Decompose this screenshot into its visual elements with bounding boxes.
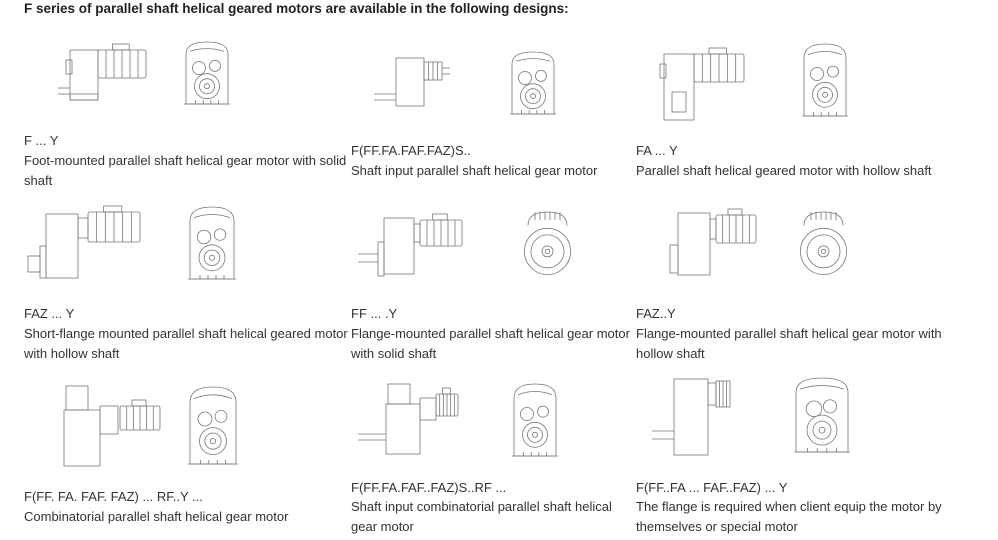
design-model: F(FF..FA ... FAF..FAZ) ... Y — [636, 480, 788, 495]
front-view-drawing — [802, 43, 848, 117]
front-view-drawing — [188, 386, 238, 465]
side-view-drawing — [669, 208, 757, 276]
page-heading: F series of parallel shaft helical geare… — [24, 1, 569, 16]
design-model: F(FF.FA.FAF..FAZ)S..RF ... — [351, 480, 507, 495]
side-view-drawing — [358, 383, 459, 455]
side-view-drawing — [652, 378, 731, 456]
front-view-drawing — [184, 41, 230, 105]
design-description: Foot-mounted parallel shaft helical gear… — [24, 153, 347, 188]
design-model: FA ... Y — [636, 143, 678, 158]
front-view-drawing — [510, 51, 556, 115]
front-view-drawing — [799, 211, 848, 275]
design-description: The flange is required when client equip… — [636, 499, 942, 534]
front-view-drawing — [188, 206, 236, 280]
design-model: FF ... .Y — [351, 306, 398, 321]
side-view-drawing — [27, 205, 141, 279]
design-model: F(FF. FA. FAF. FAZ) ... RF..Y ... — [24, 489, 203, 504]
front-view-drawing — [512, 383, 558, 457]
design-description: Parallel shaft helical geared motor with… — [636, 163, 932, 178]
side-view-drawing — [63, 385, 161, 467]
design-model: F ... Y — [24, 133, 59, 148]
design-description: Shaft input combinatorial parallel shaft… — [351, 499, 612, 534]
design-description: Flange-mounted parallel shaft helical ge… — [351, 326, 630, 361]
design-description: Combinatorial parallel shaft helical gea… — [24, 509, 289, 524]
side-view-drawing — [358, 213, 463, 277]
side-view-drawing — [659, 47, 745, 121]
side-view-drawing — [374, 57, 450, 107]
front-view-drawing — [794, 377, 850, 453]
design-description: Shaft input parallel shaft helical gear … — [351, 163, 598, 178]
design-description: Flange-mounted parallel shaft helical ge… — [636, 326, 942, 361]
design-model: FAZ..Y — [636, 306, 676, 321]
design-description: Short-flange mounted parallel shaft heli… — [24, 326, 348, 361]
design-model: FAZ ... Y — [24, 306, 75, 321]
front-view-drawing — [523, 211, 572, 275]
side-view-drawing — [58, 43, 147, 101]
design-model: F(FF.FA.FAF.FAZ)S.. — [351, 143, 471, 158]
